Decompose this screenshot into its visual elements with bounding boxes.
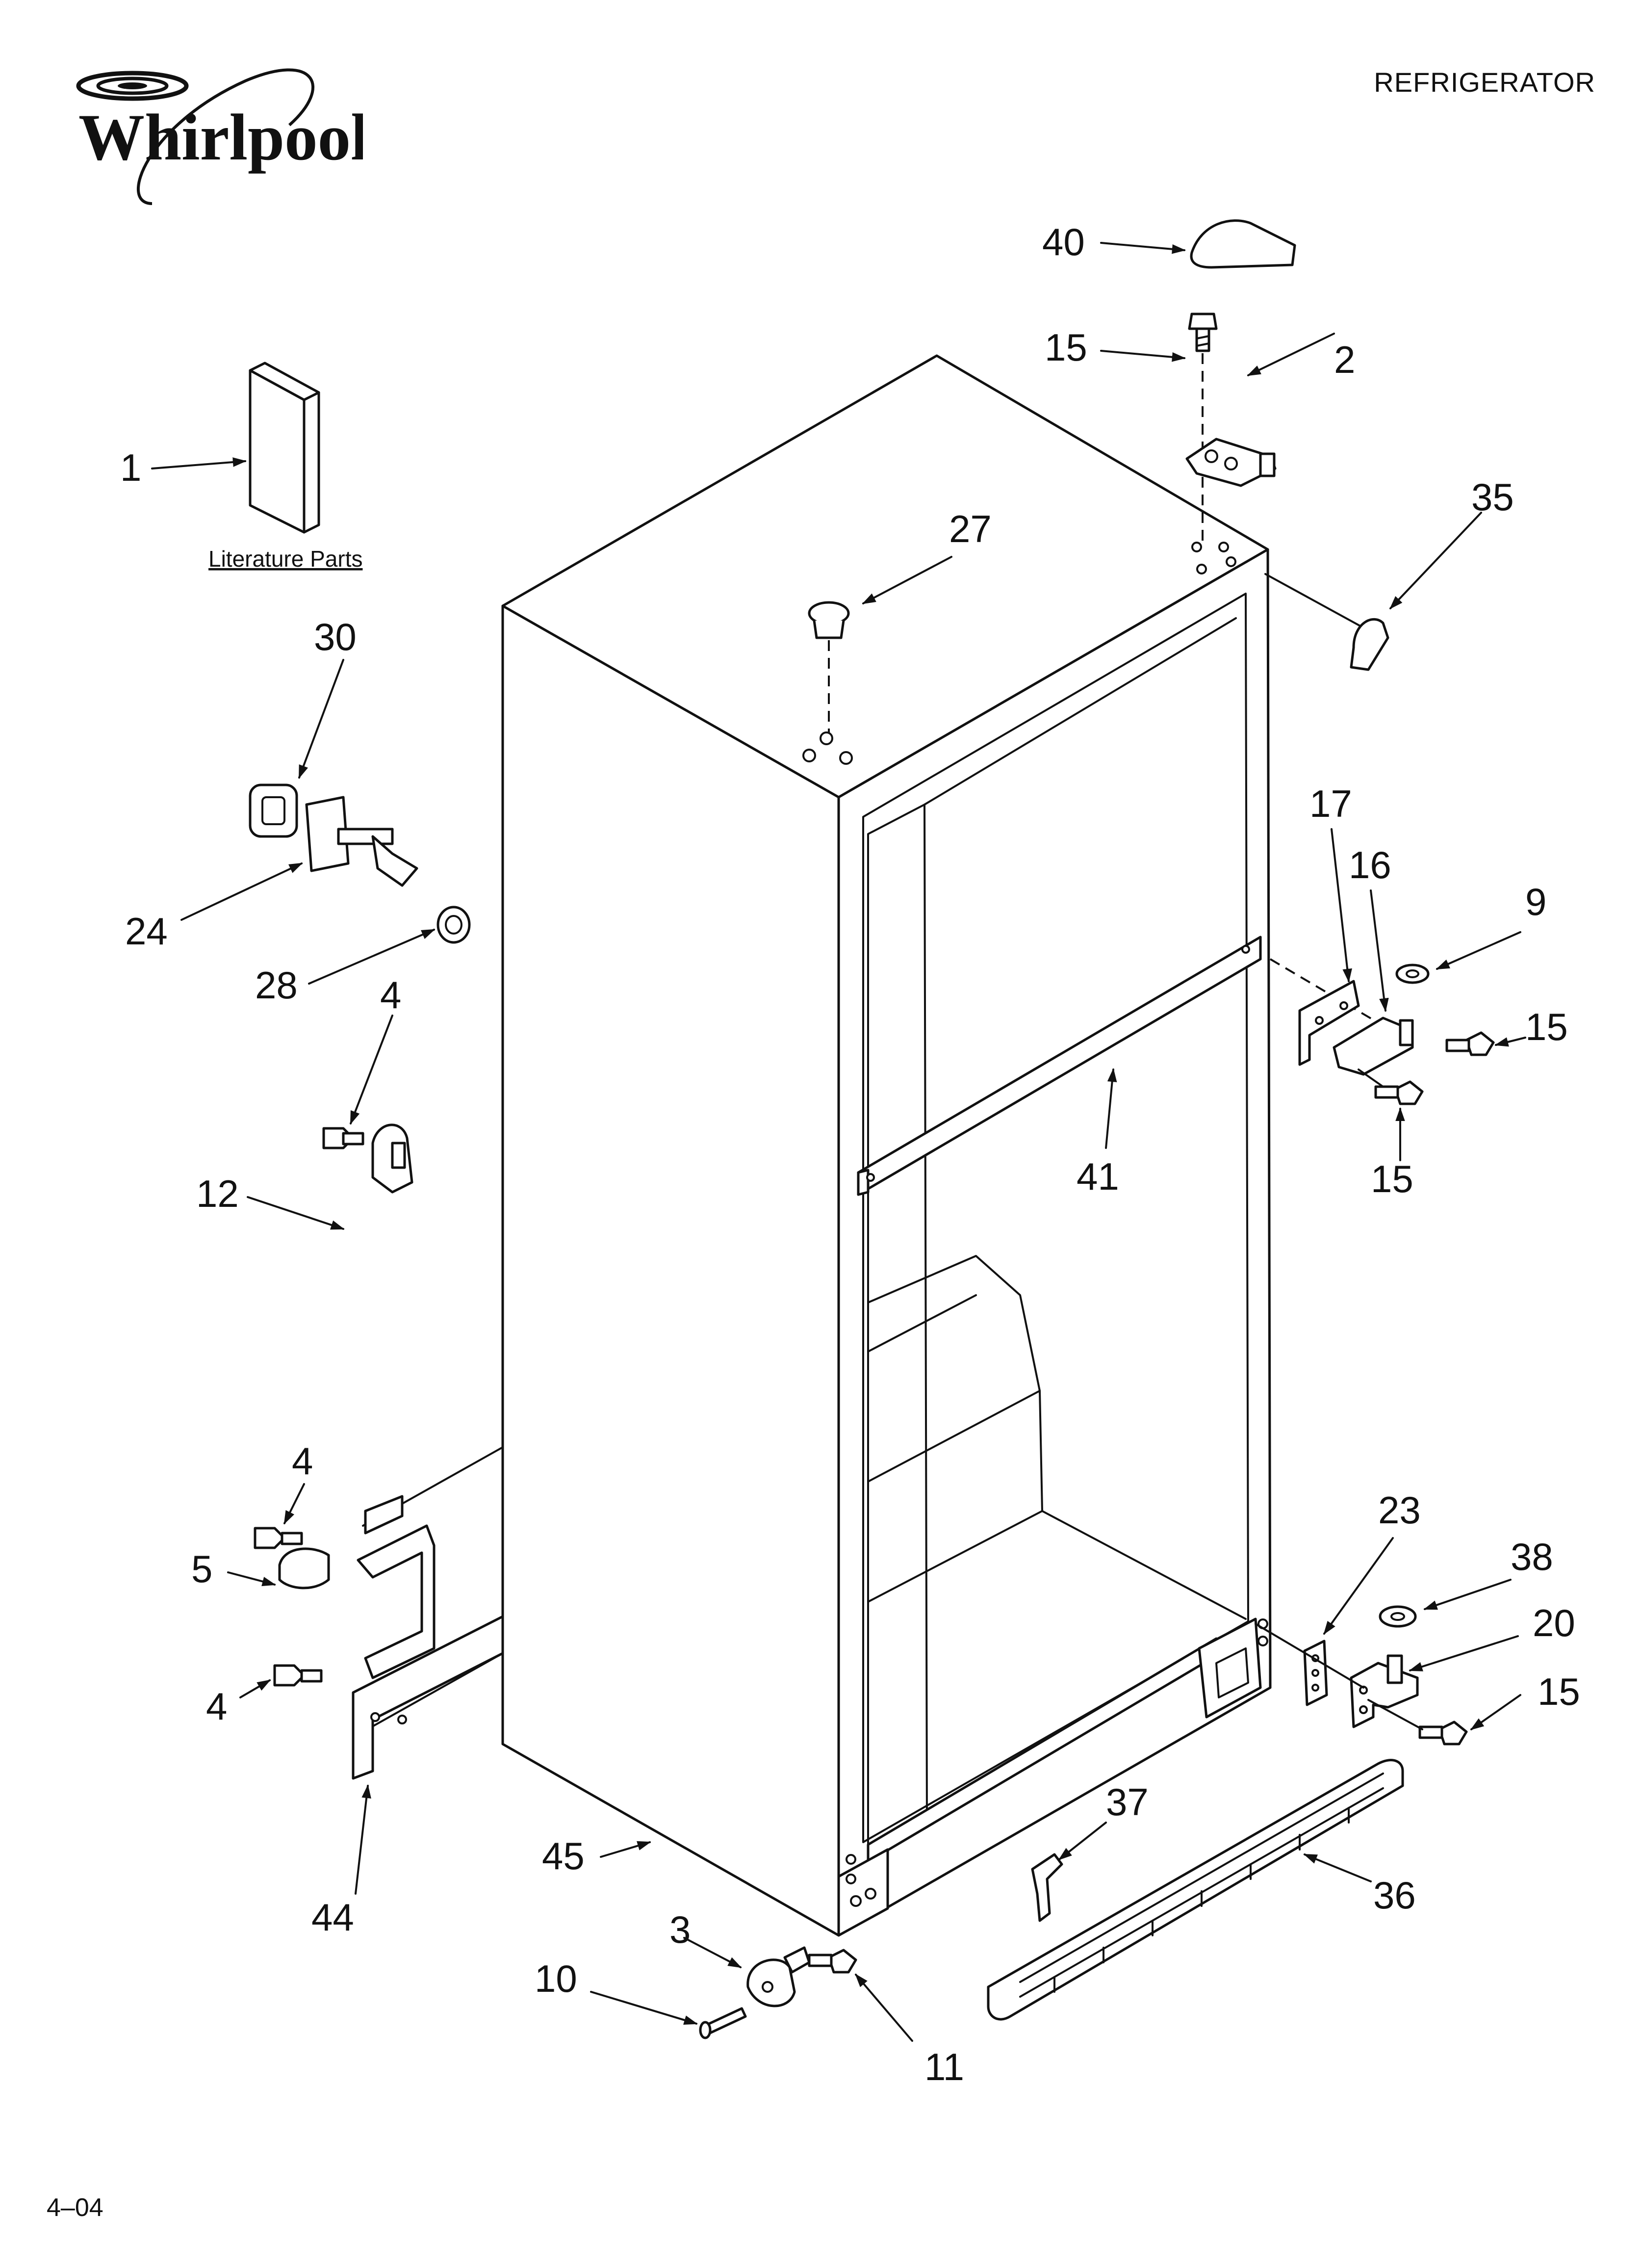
callout-17: 17 bbox=[1309, 782, 1352, 825]
part-15-screw-right bbox=[1445, 1031, 1495, 1056]
literature-parts-label: Literature Parts bbox=[208, 546, 362, 572]
part-4-screw-upper bbox=[322, 1127, 364, 1149]
callout-36: 36 bbox=[1373, 1874, 1416, 1917]
part-44-hinge-bracket bbox=[352, 1495, 504, 1780]
callout-1: 1 bbox=[120, 446, 141, 489]
part-41-divider-rail bbox=[857, 936, 1262, 1196]
callout-24: 24 bbox=[125, 910, 168, 953]
callout-9: 9 bbox=[1525, 880, 1546, 923]
part-15-top-screw bbox=[1188, 313, 1218, 352]
part-15-screw-lower bbox=[1374, 1080, 1424, 1105]
whirlpool-logo: Whirlpool bbox=[59, 56, 369, 221]
revision-code: 4–04 bbox=[47, 2193, 103, 2222]
callout-4: 4 bbox=[292, 1439, 313, 1483]
callout-38: 38 bbox=[1511, 1535, 1553, 1578]
part-23-shim bbox=[1303, 1640, 1328, 1706]
page-title: REFRIGERATOR bbox=[1374, 67, 1595, 98]
callout-41: 41 bbox=[1077, 1155, 1119, 1198]
callout-27: 27 bbox=[949, 507, 992, 550]
leader-line bbox=[1264, 573, 1369, 631]
part-1-literature bbox=[249, 362, 320, 534]
part-4-screw-left-upper bbox=[254, 1527, 303, 1549]
part-15-screw-bottom-right bbox=[1418, 1721, 1468, 1746]
part-11-screw bbox=[808, 1949, 857, 1974]
callout-37: 37 bbox=[1106, 1780, 1149, 1824]
leader-line bbox=[1255, 1623, 1364, 1689]
part-37-clip bbox=[1031, 1853, 1063, 1922]
callout-labels: 40 15 2 1 35 27 30 17 16 24 9 28 4 15 12… bbox=[120, 220, 1580, 2088]
part-12-bracket bbox=[371, 1123, 413, 1194]
brand-wordmark: Whirlpool bbox=[78, 101, 363, 174]
callout-28: 28 bbox=[255, 964, 298, 1007]
callout-11: 11 bbox=[924, 2045, 964, 2088]
leader-line bbox=[1358, 1069, 1384, 1088]
part-16-center-hinge bbox=[1333, 1017, 1414, 1076]
callout-5: 5 bbox=[191, 1547, 212, 1590]
callout-45: 45 bbox=[542, 1834, 585, 1877]
callout-15: 15 bbox=[1525, 1005, 1568, 1048]
part-10-pin bbox=[699, 2007, 747, 2039]
part-17-shim bbox=[1298, 980, 1360, 1066]
callout-4: 4 bbox=[380, 973, 401, 1017]
part-3-caster bbox=[746, 1946, 811, 2007]
callout-20: 20 bbox=[1533, 1601, 1575, 1644]
leader-arrows bbox=[151, 242, 1526, 2042]
callout-2: 2 bbox=[1334, 338, 1355, 381]
callout-16: 16 bbox=[1349, 843, 1391, 886]
part-35-hinge-cover bbox=[1350, 618, 1389, 671]
refrigerator-cabinet bbox=[362, 354, 1272, 1937]
callout-44: 44 bbox=[311, 1896, 354, 1939]
callout-40: 40 bbox=[1042, 220, 1085, 263]
part-4-screw-left-lower bbox=[273, 1664, 323, 1687]
part-40-top-cap bbox=[1190, 219, 1296, 269]
callout-15: 15 bbox=[1371, 1157, 1413, 1200]
callout-12: 12 bbox=[196, 1172, 239, 1215]
callout-10: 10 bbox=[535, 1957, 577, 2000]
callout-15: 15 bbox=[1045, 326, 1087, 369]
callout-23: 23 bbox=[1378, 1488, 1421, 1532]
part-27-plug bbox=[808, 601, 850, 639]
callout-35: 35 bbox=[1471, 475, 1514, 519]
callout-4: 4 bbox=[206, 1685, 227, 1728]
callout-15: 15 bbox=[1538, 1670, 1580, 1713]
part-20-lower-hinge bbox=[1350, 1654, 1419, 1728]
part-38-washer bbox=[1379, 1605, 1417, 1628]
part-30-trim bbox=[249, 783, 298, 838]
part-9-washer bbox=[1395, 964, 1430, 984]
part-2-top-hinge bbox=[1185, 438, 1277, 487]
callout-3: 3 bbox=[669, 1908, 691, 1951]
callout-30: 30 bbox=[314, 615, 357, 658]
part-24-shaft bbox=[305, 796, 418, 887]
part-28-bushing bbox=[436, 906, 471, 944]
part-36-base-grille bbox=[987, 1759, 1404, 2021]
leader-line bbox=[1367, 1699, 1423, 1730]
part-5-clip bbox=[278, 1547, 330, 1590]
